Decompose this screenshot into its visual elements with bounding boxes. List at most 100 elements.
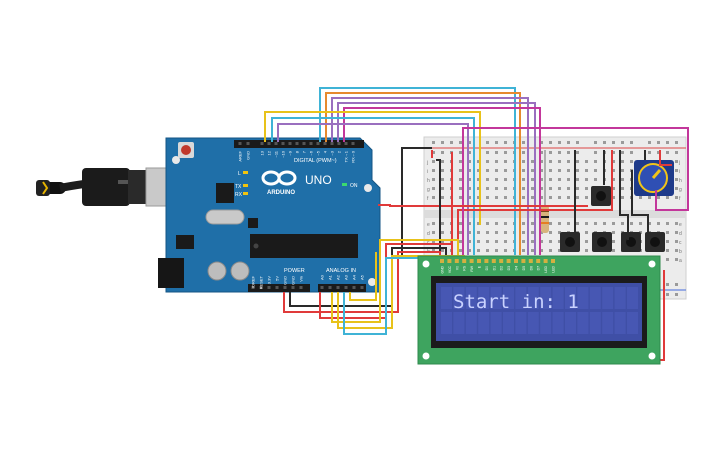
digital-pin-socket[interactable] [323,142,327,145]
lcd-pin[interactable] [477,259,481,263]
breadboard-hole [522,169,525,172]
breadboard-hole [612,169,615,172]
arduino-uno-board[interactable]: ARDUINO UNO ON L TX RX DIGITAL (PWM~) PO… [158,137,381,293]
breadboard-hole [639,196,642,199]
lcd-pin[interactable] [491,259,496,263]
power-pin-socket[interactable] [259,286,263,289]
power-pin-socket[interactable] [267,286,271,289]
power-pin-label: RESET [259,275,264,289]
breadboard-hole [486,187,489,190]
potentiometer-knob-icon[interactable] [651,169,662,179]
breadboard-hole [675,293,678,296]
lcd-pin[interactable] [521,259,526,263]
breadboard-hole [504,222,507,225]
breadboard-hole [612,240,615,243]
analog-pin-socket[interactable] [320,286,324,289]
digital-pin-socket[interactable] [330,142,334,145]
breadboard-hole [567,187,570,190]
breadboard-hole [657,196,660,199]
breadboard-hole [612,151,615,154]
lcd-character-cell [453,287,465,309]
lcd-pin[interactable] [543,259,548,263]
breadboard-hole [441,196,444,199]
lcd-pin-label: D6 [529,266,533,270]
lcd-pin[interactable] [462,259,467,263]
lcd-pin[interactable] [506,259,511,263]
lcd-pin-label: LED [544,265,548,272]
breadboard-hole [675,178,678,181]
breadboard-hole [468,169,471,172]
lcd-pin[interactable] [551,259,555,263]
breadboard-hole [675,231,678,234]
breadboard-hole [666,249,669,252]
analog-pin-socket[interactable] [336,286,340,289]
breadboard-hole [585,196,588,199]
digital-pin-socket[interactable] [260,142,264,145]
lcd-pin[interactable] [528,259,533,263]
digital-pin-socket[interactable] [337,142,341,145]
breadboard-row-letter: f [427,196,429,202]
analog-pin-socket[interactable] [328,286,332,289]
breadboard-hole [432,196,435,199]
digital-pin-socket[interactable] [309,142,313,145]
power-pin-socket[interactable] [299,286,303,289]
power-pin-label: GND [291,276,296,285]
digital-pin-socket[interactable] [295,142,299,145]
digital-pin-socket[interactable] [344,142,348,145]
digital-pin-socket[interactable] [351,142,355,145]
breadboard-hole [558,151,561,154]
lcd-pin[interactable] [469,259,474,263]
digital-pin-socket[interactable] [238,142,242,145]
breadboard-hole [576,160,579,163]
atmega-chip [250,234,358,258]
digital-pin-socket[interactable] [316,142,320,145]
digital-pin-socket[interactable] [288,142,292,145]
breadboard-row-letter: g [427,187,430,193]
power-pin-socket[interactable] [283,286,287,289]
digital-pin-socket[interactable] [281,142,285,145]
lcd-pin[interactable] [454,259,459,263]
power-pin-socket[interactable] [291,286,295,289]
digital-pin-socket[interactable] [267,142,271,145]
lcd-character-cell [478,312,490,334]
digital-pin-socket[interactable] [302,142,306,145]
breadboard-row-letter: d [679,231,682,237]
breadboard-hole [486,160,489,163]
power-pin-socket[interactable] [251,286,255,289]
analog-pin-socket[interactable] [344,286,348,289]
breadboard-hole [675,283,678,286]
analog-pin-socket[interactable] [360,286,364,289]
lcd-pin[interactable] [484,259,489,263]
breadboard-hole [666,231,669,234]
lcd-pin[interactable] [447,259,452,263]
breadboard-hole [468,187,471,190]
power-pin-socket[interactable] [275,286,279,289]
breadboard-hole [540,169,543,172]
breadboard-hole [540,187,543,190]
rx-led-label: RX [235,192,243,198]
breadboard-hole [495,222,498,225]
lcd-pin[interactable] [499,259,504,263]
analog-pin-socket[interactable] [352,286,356,289]
breadboard-hole [558,141,561,144]
lcd-character-cell [441,312,452,334]
breadboard-hole [531,160,534,163]
breadboard-hole [630,141,633,144]
potentiometer[interactable] [634,160,674,196]
breadboard-hole [558,160,561,163]
analog-pin-label: A1 [328,274,333,280]
digital-pin-socket[interactable] [246,142,250,145]
breadboard-hole [621,169,624,172]
lcd-pin[interactable] [440,259,444,263]
breadboard-hole [486,196,489,199]
l-led-label: L [238,171,241,177]
digital-pin-label: 8 [295,150,300,153]
lcd-pin[interactable] [536,259,541,263]
digital-pin-socket[interactable] [274,142,278,145]
lcd-pin-label: RS [463,265,467,270]
lcd-pin[interactable] [514,259,518,263]
on-label: ON [350,183,358,189]
breadboard-hole [495,141,498,144]
